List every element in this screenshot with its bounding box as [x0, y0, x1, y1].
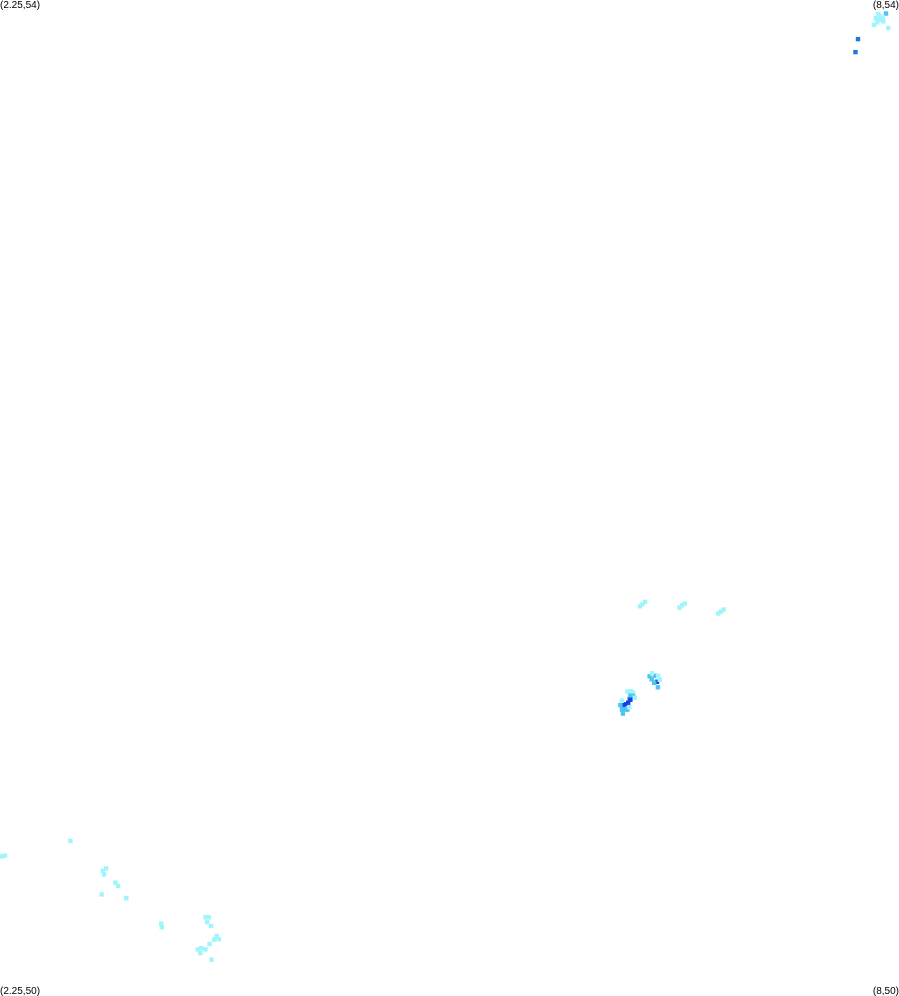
intensity-cell [654, 679, 660, 684]
intensity-cell [199, 946, 204, 951]
intensity-cell [203, 947, 208, 952]
intensity-cell [877, 17, 882, 23]
intensity-cell [209, 957, 214, 962]
intensity-cell [625, 707, 630, 712]
intensity-cell [212, 937, 217, 942]
intensity-cell [716, 611, 721, 616]
intensity-cell [677, 605, 682, 610]
intensity-cell [652, 673, 657, 678]
intensity-cell [628, 689, 634, 694]
intensity-cell [873, 15, 878, 21]
intensity-cell [657, 677, 662, 682]
intensity-cell [883, 11, 889, 16]
intensity-cell [649, 677, 654, 682]
intensity-cell [625, 689, 630, 694]
intensity-cell [622, 707, 627, 712]
intensity-cell [718, 609, 724, 614]
intensity-cell [626, 700, 631, 705]
intensity-cell [628, 697, 633, 702]
intensity-cell [618, 703, 623, 708]
intensity-cell [100, 868, 106, 873]
intensity-cell [195, 947, 201, 952]
intensity-cell [627, 705, 632, 710]
intensity-cell [103, 866, 109, 871]
corner-label-bottom-right: (8,50) [872, 986, 899, 996]
intensity-cell [207, 941, 212, 947]
intensity-cell [68, 838, 73, 844]
intensity-cell [881, 19, 886, 24]
intensity-cell [886, 25, 891, 31]
corner-label-top-left: (2.25,54) [0, 0, 41, 11]
intensity-cell [637, 604, 643, 609]
intensity-cell [99, 892, 104, 897]
intensity-cell [631, 690, 636, 695]
intensity-cell [208, 923, 214, 929]
intensity-cell [619, 698, 625, 703]
intensity-cell [124, 896, 129, 901]
intensity-cell [647, 674, 652, 679]
intensity-cell [874, 20, 880, 25]
intensity-cell [206, 915, 212, 920]
intensity-cell [853, 49, 858, 55]
intensity-cell [621, 703, 626, 708]
intensity-cell [855, 36, 861, 42]
intensity-cell [216, 937, 222, 942]
corner-label-bottom-left: (2.25,50) [0, 986, 41, 996]
intensity-cell [721, 607, 726, 612]
corner-label-top-right: (8,54) [872, 0, 899, 11]
intensity-cell [880, 16, 886, 21]
intensity-cell [628, 693, 633, 698]
intensity-cell [649, 671, 655, 676]
intensity-cell [113, 880, 118, 885]
intensity-cell [623, 702, 628, 707]
intensity-cell [632, 695, 637, 700]
intensity-cell [656, 673, 661, 679]
intensity-cells [0, 11, 891, 962]
intensity-cell [871, 22, 877, 28]
intensity-cell [159, 921, 164, 926]
intensity-cell [115, 883, 121, 889]
intensity-cell [652, 680, 657, 685]
intensity-cell [620, 711, 626, 716]
intensity-cell [2, 853, 8, 858]
intensity-cell [203, 915, 208, 920]
intensity-cell [680, 603, 685, 608]
intensity-cell [642, 599, 648, 604]
intensity-cell [619, 707, 625, 712]
intensity-cell [214, 933, 219, 939]
intensity-cell [876, 12, 881, 17]
intensity-cell [640, 602, 645, 607]
intensity-cell [682, 601, 687, 606]
intensity-cell [878, 14, 883, 19]
intensity-cell [198, 951, 203, 956]
intensity-cell [101, 872, 107, 877]
intensity-cell [159, 925, 164, 930]
intensity-cell [655, 685, 661, 690]
intensity-cell [205, 919, 210, 925]
intensity-cell [0, 854, 5, 859]
